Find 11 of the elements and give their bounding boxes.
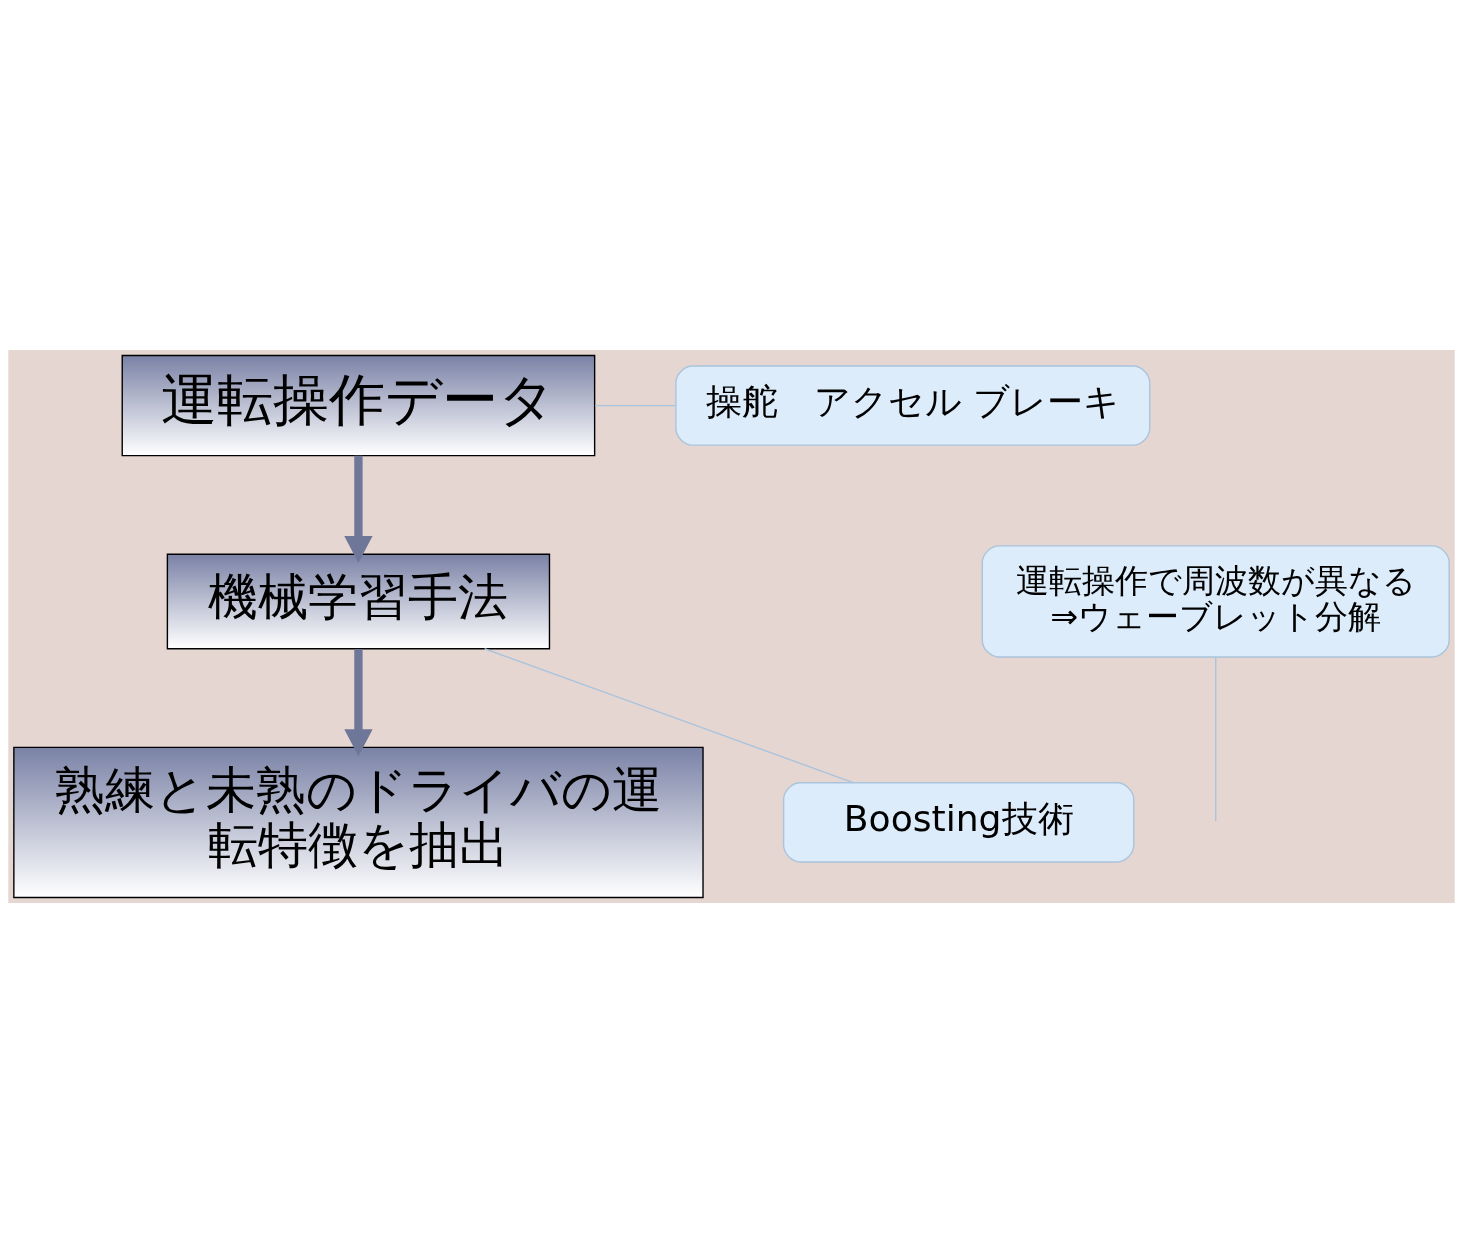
connector <box>483 647 854 783</box>
node-box: 機械学習手法 <box>166 553 551 649</box>
node-box: 運転操作で周波数が異なる⇒ウェーブレット分解 <box>981 544 1450 658</box>
arrow <box>344 648 373 756</box>
node-box: 熟練と未熟のドライバの運転特徴を抽出 <box>13 746 704 898</box>
node-box: Boosting技術 <box>782 781 1135 863</box>
arrow <box>344 455 373 563</box>
node-box: 操舵 アクセル ブレーキ <box>675 364 1151 446</box>
connector <box>1215 656 1217 822</box>
connector <box>594 404 677 406</box>
node-box: 運転操作データ <box>121 354 596 456</box>
